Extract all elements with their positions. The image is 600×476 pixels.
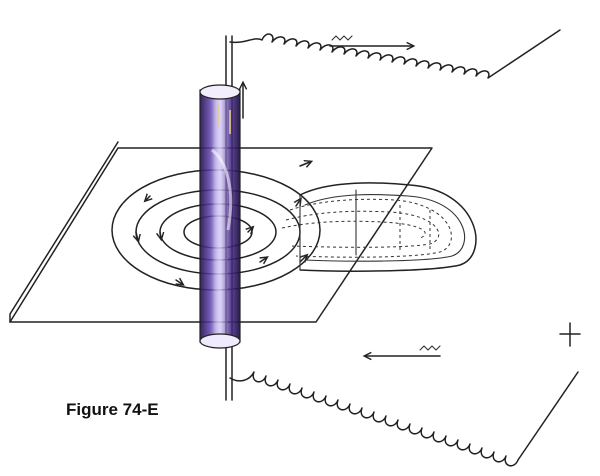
bottom-scribble-label: [419, 345, 441, 351]
horizontal-plane: [9, 147, 433, 323]
top-coiled-wire: [229, 29, 561, 79]
glass-tube: [199, 84, 241, 349]
bottom-coiled-wire: [229, 345, 579, 467]
plane-edge: [9, 141, 119, 323]
figure-caption: Figure 74-E: [66, 400, 159, 419]
top-scribble-label: [331, 35, 353, 41]
crosshair-mark: [559, 322, 581, 347]
field-loop-coil: [281, 182, 477, 272]
